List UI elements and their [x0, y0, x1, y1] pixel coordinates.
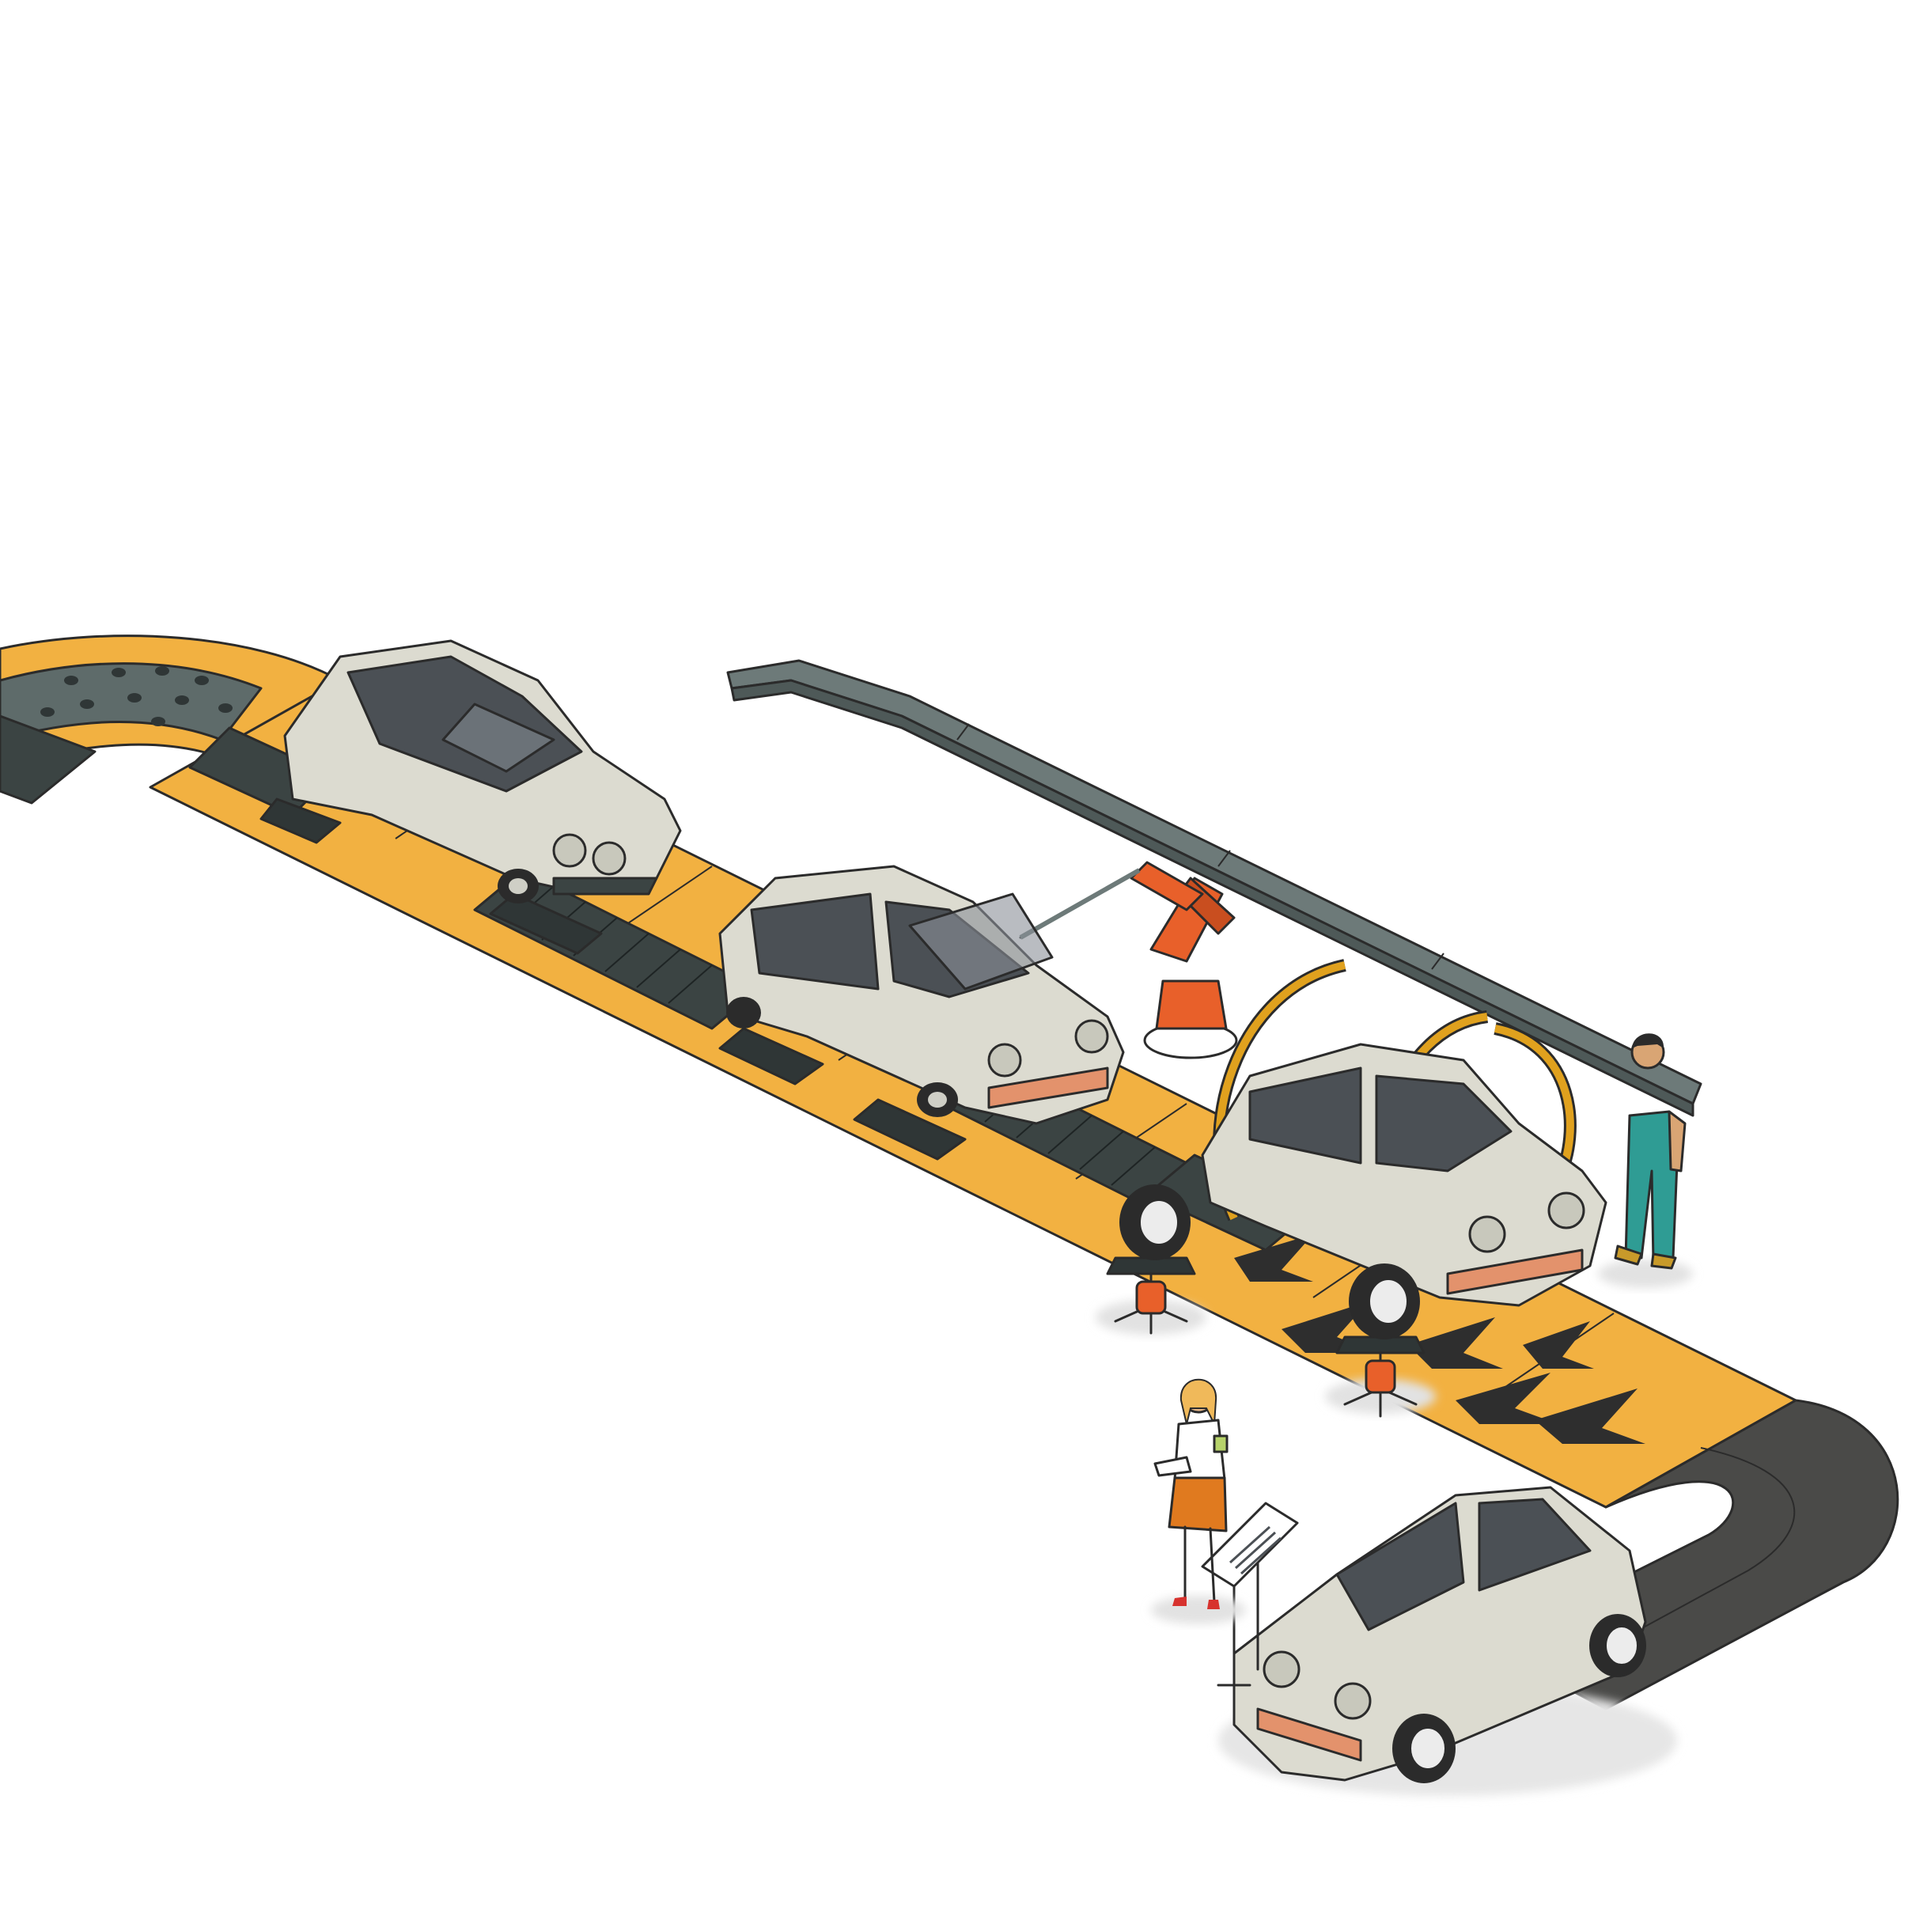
- windshield-robot: [1019, 861, 1238, 1059]
- line-worker: [1598, 1033, 1693, 1288]
- overhead-gantry-beam: [726, 659, 1702, 1117]
- ramps: [259, 797, 967, 1161]
- wheel-stand-left: [1096, 1184, 1206, 1335]
- car-wheel-stage: [1201, 1043, 1607, 1307]
- car-body-shell: [283, 639, 682, 903]
- clipboard-stand: [1201, 1502, 1299, 1687]
- wheel-stand-right: [1325, 1263, 1436, 1418]
- conveyor-bumps: [40, 666, 233, 726]
- windshield-glass: [908, 892, 1054, 991]
- car-windshield-stage: [718, 865, 1125, 1125]
- supervisor-woman: [1151, 1378, 1246, 1624]
- car-finished: [1218, 1486, 1677, 1796]
- exit-road-lane-line: [1566, 1447, 1796, 1670]
